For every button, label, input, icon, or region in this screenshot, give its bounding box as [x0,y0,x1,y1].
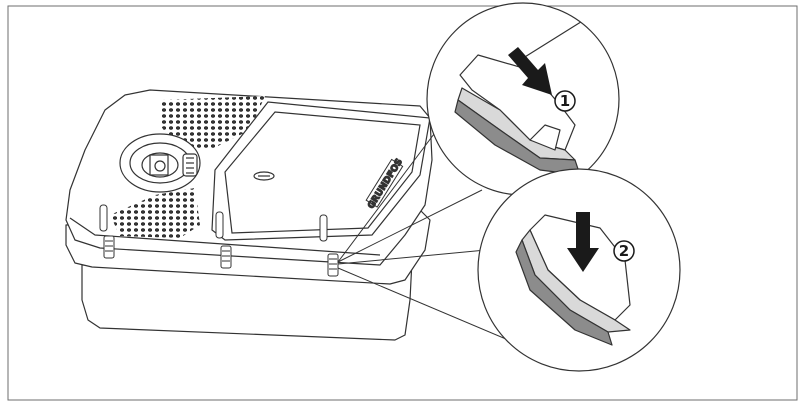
inlet-port [119,133,201,193]
latch-middle [215,211,232,269]
latch-left [99,204,115,259]
detail-circle-2: 2 [477,168,681,372]
figure-frame [7,5,798,401]
step-2-badge [613,240,635,262]
vent-grill-bottom [110,188,200,238]
vent-grill-top [160,96,265,150]
step-1-badge [554,90,576,112]
latch-right [319,214,339,277]
detail-circle-1: 1 [426,2,620,196]
arrow-down-icon [567,212,599,272]
top-cover: GRUNDFOS [211,101,431,241]
step-1-label: 1 [560,92,570,110]
step-2-label: 2 [619,242,629,260]
arrow-diagonal-down-right-icon [508,47,552,95]
leader-lines [337,129,521,346]
